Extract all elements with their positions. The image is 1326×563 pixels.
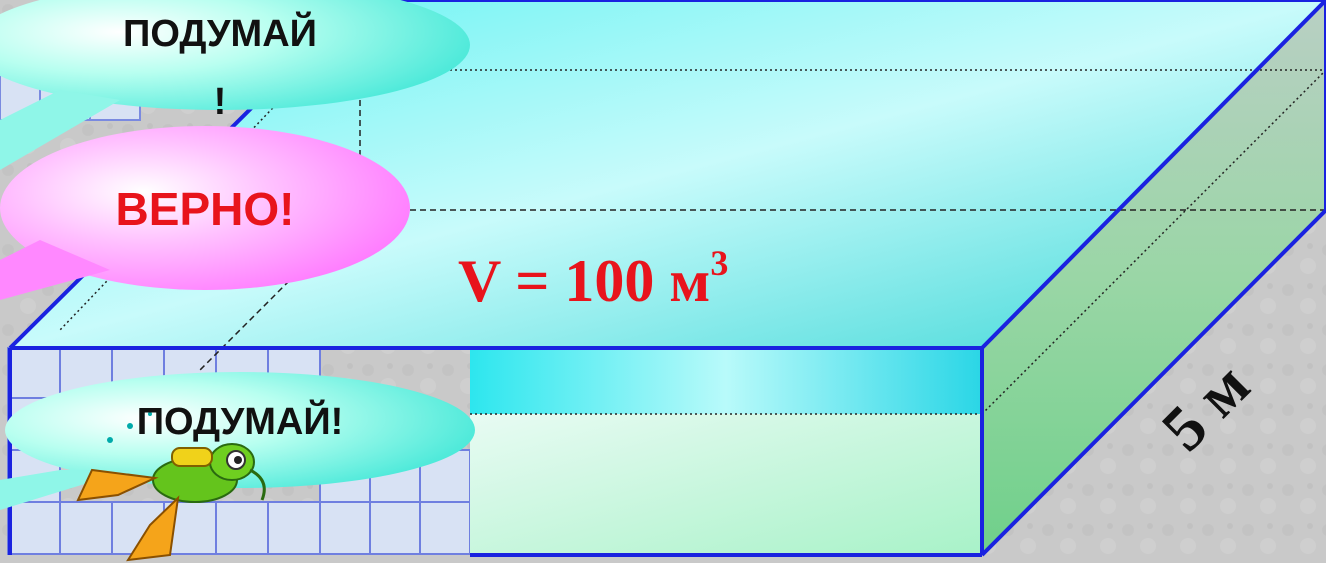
box-front-water <box>470 348 982 414</box>
box-side-face <box>982 0 1326 555</box>
diver-frog-icon <box>76 412 266 562</box>
volume-label: V = 100 м3 <box>458 243 729 316</box>
volume-exponent: 3 <box>710 243 729 283</box>
correct-bubble <box>0 126 410 300</box>
correct-text: ВЕРНО! <box>115 183 295 235</box>
think-top-text: ПОДУМАЙ <box>123 13 317 55</box>
think-top-bubble <box>0 0 470 170</box>
volume-text: V = 100 м <box>458 248 711 314</box>
think-top-exclamation: ! <box>213 81 227 123</box>
think-bottom-text: ПОДУМАЙ! <box>136 401 344 443</box>
box-front-lower <box>470 414 982 555</box>
